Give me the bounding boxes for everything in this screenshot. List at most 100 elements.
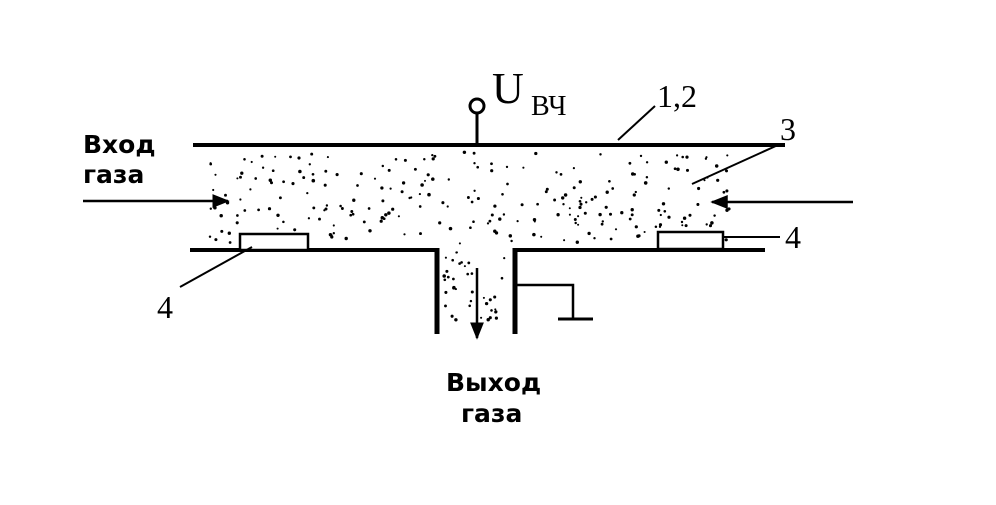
plasma-dot bbox=[403, 233, 406, 236]
plasma-dot bbox=[580, 196, 583, 199]
plasma-dot bbox=[520, 203, 524, 207]
plasma-dot bbox=[274, 155, 277, 158]
plasma-dot bbox=[724, 238, 728, 242]
plasma-dot bbox=[490, 169, 494, 173]
plasma-dot bbox=[312, 206, 316, 210]
plasma-dot bbox=[685, 168, 690, 172]
leader-plasma bbox=[691, 144, 779, 185]
plasma-dot bbox=[443, 278, 447, 282]
plasma-dot bbox=[282, 180, 285, 184]
plasma-dot bbox=[563, 239, 566, 242]
plasma-dot bbox=[637, 234, 641, 238]
plasma-dot bbox=[302, 176, 306, 180]
plasma-dot bbox=[645, 175, 649, 179]
plasma-dot bbox=[324, 169, 328, 173]
plasma-dot bbox=[458, 242, 461, 245]
plasma-dot bbox=[494, 308, 497, 311]
plasma-dot bbox=[577, 223, 580, 226]
plasma-dot bbox=[593, 237, 596, 240]
plasma-dot bbox=[661, 202, 666, 206]
plasma-dot bbox=[426, 173, 430, 177]
plasma-dot bbox=[332, 232, 335, 235]
plasma-dot bbox=[727, 207, 731, 211]
plasma-dot bbox=[269, 181, 274, 185]
plasma-dot bbox=[470, 272, 474, 275]
plasma-dot bbox=[446, 205, 449, 208]
plasma-dot bbox=[667, 187, 670, 190]
plasma-dot bbox=[484, 301, 489, 306]
substrate-pad-left bbox=[238, 232, 310, 252]
plasma-dot bbox=[577, 215, 580, 218]
plasma-dot bbox=[522, 166, 525, 169]
plasma-dot bbox=[716, 178, 720, 182]
substrate-pad-right bbox=[656, 230, 725, 251]
plasma-dot bbox=[391, 207, 395, 211]
plasma-dot bbox=[446, 275, 450, 279]
plasma-dot bbox=[349, 213, 353, 217]
inlet-label-line1: Вход bbox=[83, 130, 156, 159]
plasma-dot bbox=[311, 172, 315, 176]
outlet-label-line1: Выход bbox=[446, 368, 541, 397]
plasma-dot bbox=[311, 178, 316, 183]
plasma-dot bbox=[493, 204, 497, 208]
plasma-dot bbox=[634, 225, 638, 229]
plasma-dot bbox=[219, 213, 223, 218]
plasma-dot bbox=[578, 199, 582, 203]
plasma-dot bbox=[401, 181, 406, 185]
plasma-dot bbox=[208, 235, 212, 238]
plasma-dot bbox=[418, 193, 421, 196]
plasma-dot bbox=[339, 204, 342, 208]
plasma-dot bbox=[708, 224, 713, 228]
plasma-dot bbox=[423, 158, 426, 161]
plasma-dot bbox=[469, 299, 473, 303]
plasma-dot bbox=[598, 212, 602, 217]
plasma-dot bbox=[725, 189, 729, 193]
plasma-dot bbox=[298, 169, 302, 174]
plasma-dot bbox=[454, 318, 458, 322]
plasma-dot bbox=[209, 207, 212, 210]
plasma-dot bbox=[578, 180, 582, 184]
plasma-dot bbox=[494, 310, 498, 314]
plasma-dot bbox=[630, 208, 634, 212]
plasma-dot bbox=[583, 211, 587, 215]
plasma-dot bbox=[220, 229, 224, 233]
plasma-dot bbox=[480, 316, 483, 319]
plasma-dot bbox=[310, 152, 314, 156]
plasma-dot bbox=[488, 316, 492, 320]
plasma-dot bbox=[473, 162, 476, 165]
plasma-dot bbox=[444, 304, 447, 308]
plasma-dot bbox=[387, 168, 391, 172]
plasma-dot bbox=[493, 295, 497, 299]
plasma-dot bbox=[630, 172, 635, 176]
plasma-dot bbox=[516, 220, 519, 223]
plasma-dot bbox=[260, 154, 264, 158]
plasma-dot bbox=[381, 199, 385, 203]
plasma-dot bbox=[224, 193, 227, 197]
plasma-dot bbox=[257, 208, 260, 212]
plasma-dot bbox=[463, 265, 466, 268]
plasma-dot bbox=[352, 198, 356, 202]
plasma-dot bbox=[482, 296, 485, 299]
plasma-dot bbox=[643, 181, 648, 185]
plasma-dot bbox=[400, 190, 404, 194]
plasma-dot bbox=[578, 205, 582, 210]
plasma-dot bbox=[420, 183, 424, 187]
plasma-dot bbox=[261, 166, 265, 169]
plasma-dot bbox=[696, 203, 700, 206]
plasma-dot bbox=[214, 238, 218, 242]
plasma-dot bbox=[663, 209, 667, 213]
plasma-dot bbox=[235, 221, 239, 225]
plasma-dot bbox=[243, 158, 246, 161]
plasma-dot bbox=[545, 187, 549, 191]
plasma-dot bbox=[368, 229, 372, 233]
plasma-dot bbox=[239, 175, 242, 179]
plasma-dot bbox=[467, 261, 471, 265]
plasma-dot bbox=[212, 188, 215, 192]
plasma-dot bbox=[605, 190, 609, 194]
plasma-dot bbox=[494, 316, 498, 320]
plasma-dot bbox=[444, 290, 448, 294]
plasma-dot bbox=[568, 207, 571, 210]
plasma-dot bbox=[587, 231, 591, 236]
plasma-dot bbox=[673, 167, 677, 171]
plasma-dot bbox=[239, 198, 242, 201]
